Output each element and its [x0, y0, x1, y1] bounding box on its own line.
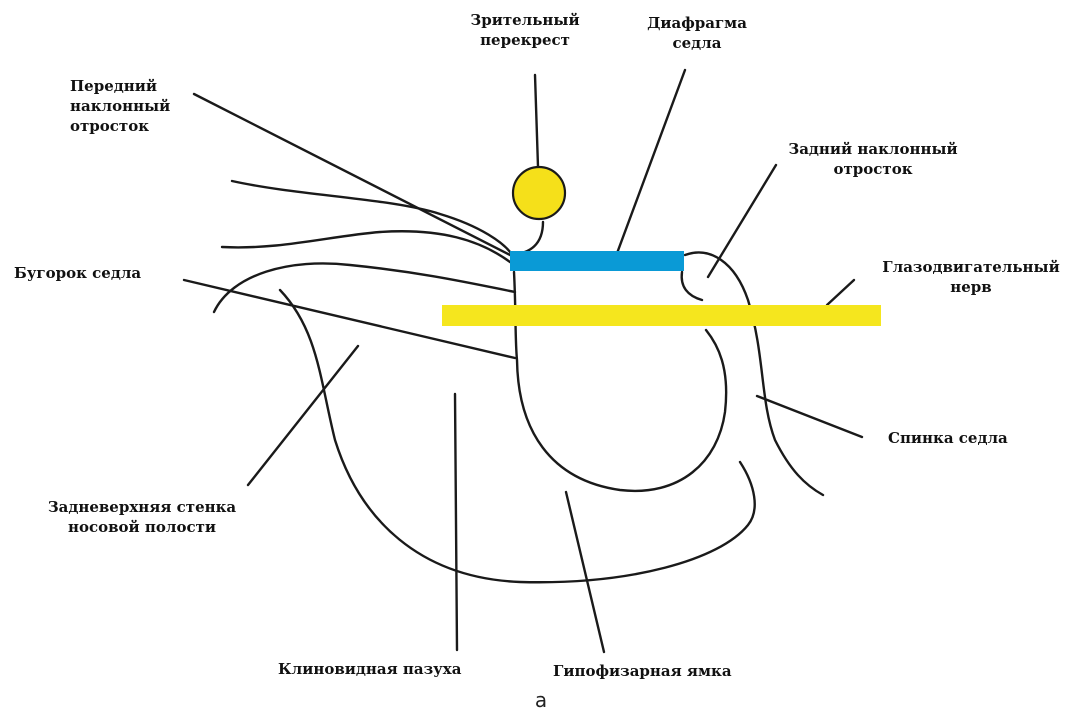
leader-pituitary-fossa — [566, 492, 604, 652]
planum-lower-line — [222, 231, 510, 262]
label-sphenoid-sinus: Клиновидная пазуха — [278, 659, 461, 679]
label-oculomotor-nerve: Глазодвигательный нерв — [866, 257, 1076, 297]
leader-oculomotor — [827, 280, 854, 305]
label-anterior-clinoid: Передний наклонный отросток — [70, 76, 170, 136]
sinus-roof-line — [214, 263, 515, 312]
leader-sphenoid-sinus — [455, 394, 457, 650]
sinus-floor-outline — [280, 290, 755, 582]
label-nasal-wall: Задневерхняя стенка носовой полости — [30, 497, 254, 537]
leader-optic-chiasm — [535, 75, 538, 167]
label-pituitary-fossa: Гипофизарная ямка — [553, 661, 732, 681]
label-diaphragm: Диафрагма седла — [632, 13, 762, 53]
leader-nasal-wall — [248, 346, 358, 485]
label-optic-chiasm: Зрительный перекрест — [455, 10, 595, 50]
label-tuberculum: Бугорок седла — [14, 263, 141, 283]
label-dorsum: Спинка седла — [888, 428, 1008, 448]
anterior-clinoid-tip — [512, 222, 543, 254]
figure-caption: а — [531, 688, 551, 712]
diaphragm-bar — [510, 251, 684, 271]
oculomotor-nerve-bar — [442, 305, 881, 326]
dorsum-front-line — [682, 272, 702, 300]
leader-anterior-clinoid — [194, 94, 512, 256]
leader-diaphragm — [616, 70, 685, 256]
label-posterior-clinoid: Задний наклонный отросток — [770, 139, 976, 179]
optic-chiasm-circle — [513, 167, 565, 219]
sphenoid-sinus-outline — [514, 272, 726, 491]
leader-posterior-clinoid — [708, 165, 776, 277]
